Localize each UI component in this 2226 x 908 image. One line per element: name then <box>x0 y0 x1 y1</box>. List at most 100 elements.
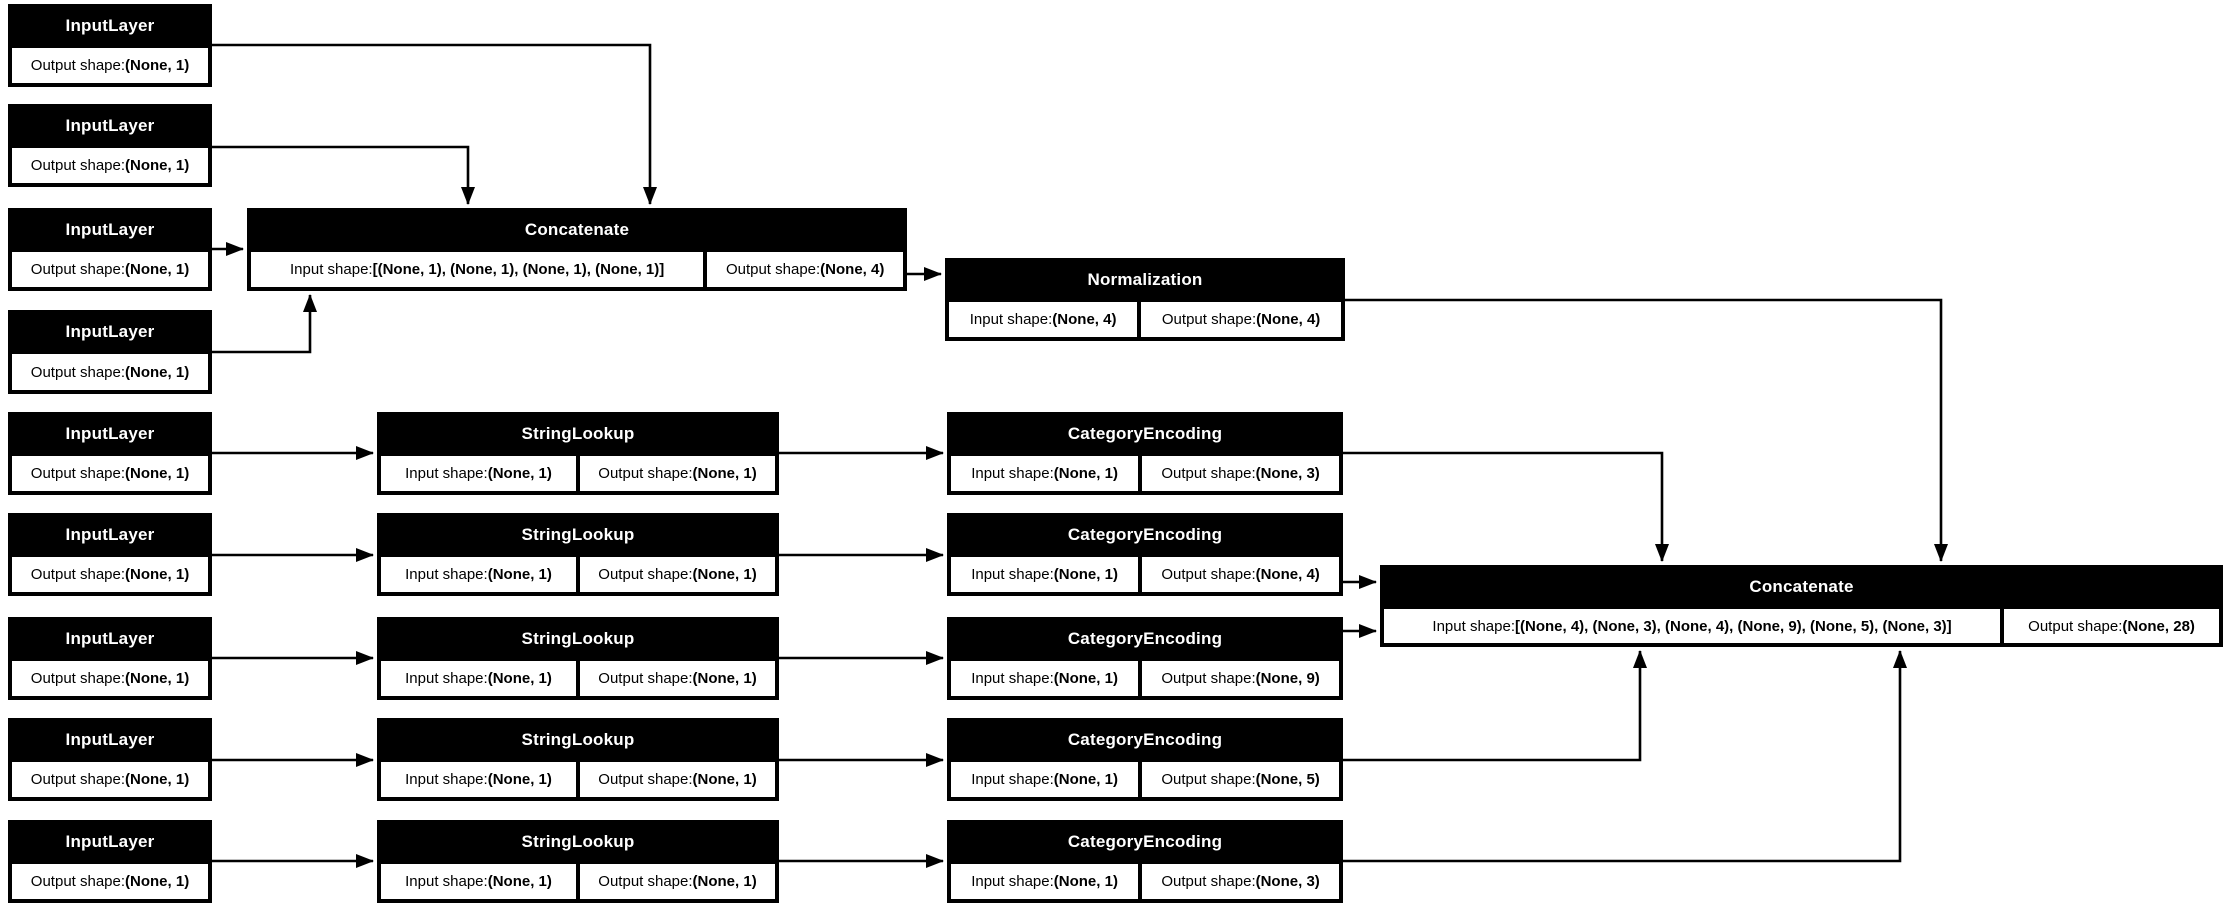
output-shape-label: Output shape: <box>1161 670 1256 687</box>
input-shape-cell: Input shape: (None, 1) <box>951 456 1139 491</box>
output-shape-value: (None, 4) <box>1256 311 1321 328</box>
input-shape-label: Input shape: <box>290 261 373 278</box>
input-shape-value: (None, 1) <box>1053 873 1118 890</box>
output-shape-cell: Output shape: (None, 3) <box>1142 864 1339 899</box>
output-shape-value: (None, 1) <box>692 670 757 687</box>
output-shape-value: (None, 3) <box>1255 465 1320 482</box>
shape-cells-row: Output shape: (None, 1) <box>8 661 212 700</box>
input-shape-value: (None, 1) <box>1053 771 1118 788</box>
output-shape-value: (None, 1) <box>692 566 757 583</box>
output-shape-value: (None, 1) <box>125 465 190 482</box>
layer-type-title: InputLayer <box>65 322 155 341</box>
layer-type-title: InputLayer <box>65 832 155 851</box>
output-shape-cell: Output shape: (None, 1) <box>580 864 775 899</box>
layer-type-title: StringLookup <box>521 832 635 851</box>
shape-cells-row: Output shape: (None, 1) <box>8 864 212 903</box>
output-shape-label: Output shape: <box>30 873 126 890</box>
input-shape-cell: Input shape: (None, 1) <box>381 864 576 899</box>
input-shape-value: (None, 1) <box>487 771 552 788</box>
output-shape-label: Output shape: <box>598 873 693 890</box>
layer-type-title: Concatenate <box>524 220 630 239</box>
output-shape-cell: Output shape: (None, 5) <box>1142 762 1339 797</box>
layer-type-title: StringLookup <box>521 424 635 443</box>
output-shape-label: Output shape: <box>1161 311 1257 328</box>
output-shape-value: (None, 1) <box>125 157 190 174</box>
output-shape-value: (None, 1) <box>125 261 190 278</box>
layer-type-title: Concatenate <box>1749 577 1854 596</box>
shape-cells-row: Output shape: (None, 1) <box>8 354 212 394</box>
layer-type-title: StringLookup <box>521 629 635 648</box>
input-shape-cell: Input shape: (None, 1) <box>381 661 576 696</box>
input-shape-value: (None, 1) <box>1053 465 1118 482</box>
shape-cells-row: Input shape: (None, 1)Output shape: (Non… <box>947 762 1343 801</box>
input-shape-cell: Input shape: [(None, 1), (None, 1), (Non… <box>251 252 704 287</box>
input-shape-label: Input shape: <box>971 566 1054 583</box>
edge-connector <box>212 294 317 354</box>
output-shape-cell: Output shape: (None, 3) <box>1142 456 1339 491</box>
shape-cells-row: Input shape: (None, 1)Output shape: (Non… <box>947 456 1343 495</box>
output-shape-value: (None, 1) <box>125 873 190 890</box>
layer-type-title: StringLookup <box>521 525 635 544</box>
layer-type-title: InputLayer <box>65 629 155 648</box>
output-shape-label: Output shape: <box>30 670 126 687</box>
output-shape-cell: Output shape: (None, 1) <box>580 661 775 696</box>
input-shape-cell: Input shape: (None, 1) <box>381 456 576 491</box>
layer-type-title: InputLayer <box>65 525 155 544</box>
output-shape-value: (None, 1) <box>125 566 190 583</box>
input-shape-value: (None, 1) <box>487 873 552 890</box>
shape-cells-row: Output shape: (None, 1) <box>8 762 212 801</box>
output-shape-label: Output shape: <box>1161 465 1256 482</box>
output-shape-cell: Output shape: (None, 4) <box>1141 302 1341 337</box>
shape-cells-row: Input shape: (None, 1)Output shape: (Non… <box>947 661 1343 700</box>
input-shape-cell: Input shape: (None, 1) <box>951 557 1139 592</box>
output-shape-value: (None, 9) <box>1255 670 1320 687</box>
shape-cells-row: Input shape: (None, 1)Output shape: (Non… <box>377 864 779 903</box>
output-shape-label: Output shape: <box>598 670 693 687</box>
input-shape-label: Input shape: <box>1432 617 1515 635</box>
input-shape-cell: Input shape: (None, 4) <box>949 302 1138 337</box>
output-shape-cell: Output shape: (None, 1) <box>580 762 775 797</box>
layer-type-title: Normalization <box>1087 270 1203 289</box>
input-shape-label: Input shape: <box>971 670 1054 687</box>
output-shape-cell: Output shape: (None, 4) <box>1142 557 1339 592</box>
shape-cells-row: Output shape: (None, 1) <box>8 456 212 495</box>
input-shape-value: (None, 1) <box>487 566 552 583</box>
output-shape-label: Output shape: <box>30 566 126 583</box>
output-shape-cell: Output shape: (None, 1) <box>580 557 775 592</box>
output-shape-cell: Output shape: (None, 4) <box>707 252 903 287</box>
output-shape-label: Output shape: <box>598 465 693 482</box>
output-shape-cell: Output shape: (None, 1) <box>12 456 208 491</box>
edge-connector <box>1343 650 1647 762</box>
output-shape-value: (None, 3) <box>1255 873 1320 890</box>
input-shape-value: (None, 1) <box>487 465 552 482</box>
input-shape-cell: Input shape: (None, 1) <box>951 864 1139 899</box>
input-shape-label: Input shape: <box>405 670 488 687</box>
layer-type-title: InputLayer <box>65 730 155 749</box>
output-shape-label: Output shape: <box>30 363 126 381</box>
output-shape-label: Output shape: <box>1161 771 1256 788</box>
edge-connector <box>1343 451 1669 562</box>
output-shape-value: (None, 1) <box>125 57 190 74</box>
input-shape-label: Input shape: <box>405 873 488 890</box>
output-shape-value: (None, 1) <box>692 465 757 482</box>
output-shape-label: Output shape: <box>598 566 693 583</box>
output-shape-cell: Output shape: (None, 1) <box>12 148 208 183</box>
edge-connector <box>212 43 657 205</box>
